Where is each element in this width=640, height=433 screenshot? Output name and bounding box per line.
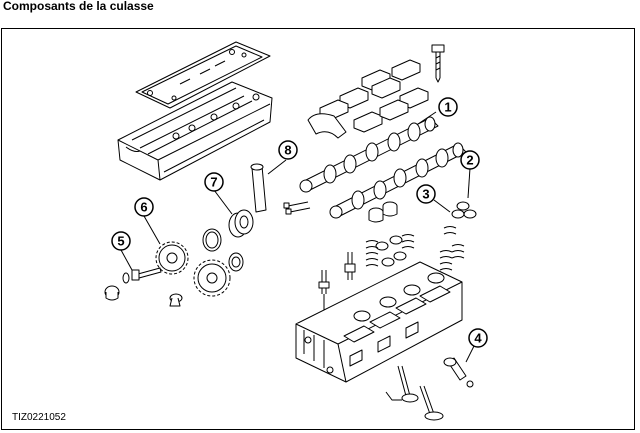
oil-seal <box>202 209 254 252</box>
bolt-4 <box>443 357 474 388</box>
callout-bolt-label: 4 <box>474 331 482 346</box>
figure-code: TIZ0221052 <box>12 412 66 423</box>
sleeve <box>250 163 267 213</box>
camshaft-upper <box>299 116 439 193</box>
valves <box>385 365 444 421</box>
tappets <box>368 201 407 267</box>
callout-camshaft-sprocket-circle <box>134 197 154 217</box>
bolt-top <box>431 44 445 83</box>
callout-sleeve-circle <box>278 140 298 160</box>
callout-tappet-label: 3 <box>422 187 429 202</box>
cam-cover <box>117 81 273 181</box>
callout-camshaft-circle <box>438 97 458 117</box>
small-bolts <box>283 201 311 215</box>
bearing-caps <box>307 59 429 139</box>
callout-bolt-and-washer-label: 5 <box>117 234 124 249</box>
callout-valve-stem-seal-circle <box>460 150 480 170</box>
page-title: Composants de la culasse <box>3 0 154 13</box>
callout-sleeve-label: 8 <box>284 143 291 158</box>
callout-camshaft-label: 1 <box>444 100 451 115</box>
callout-bolt-and-washer-circle <box>111 231 131 251</box>
bolt-and-washer <box>104 267 183 307</box>
callout-valve-stem-seal-label: 2 <box>466 153 473 168</box>
sprocket-front <box>155 241 189 275</box>
sprocket-rear <box>193 259 231 297</box>
callout-tappet-circle <box>416 184 436 204</box>
valve-stem-seals <box>451 201 477 219</box>
sprocket-washer <box>228 252 244 272</box>
spark-plugs <box>318 252 356 312</box>
valve-springs <box>365 226 465 271</box>
gasket <box>135 41 271 109</box>
callout-bolt-circle <box>468 328 488 348</box>
callout-camshaft-sprocket-label: 6 <box>140 200 147 215</box>
diagram-frame <box>1 28 635 430</box>
callout-seal-circle <box>204 172 224 192</box>
callout-seal-label: 7 <box>210 175 217 190</box>
camshaft-lower <box>329 142 467 219</box>
leader-lines <box>120 111 475 363</box>
callout-group: 1 2 3 4 5 6 7 8 <box>111 97 488 348</box>
cylinder-head <box>295 261 463 383</box>
